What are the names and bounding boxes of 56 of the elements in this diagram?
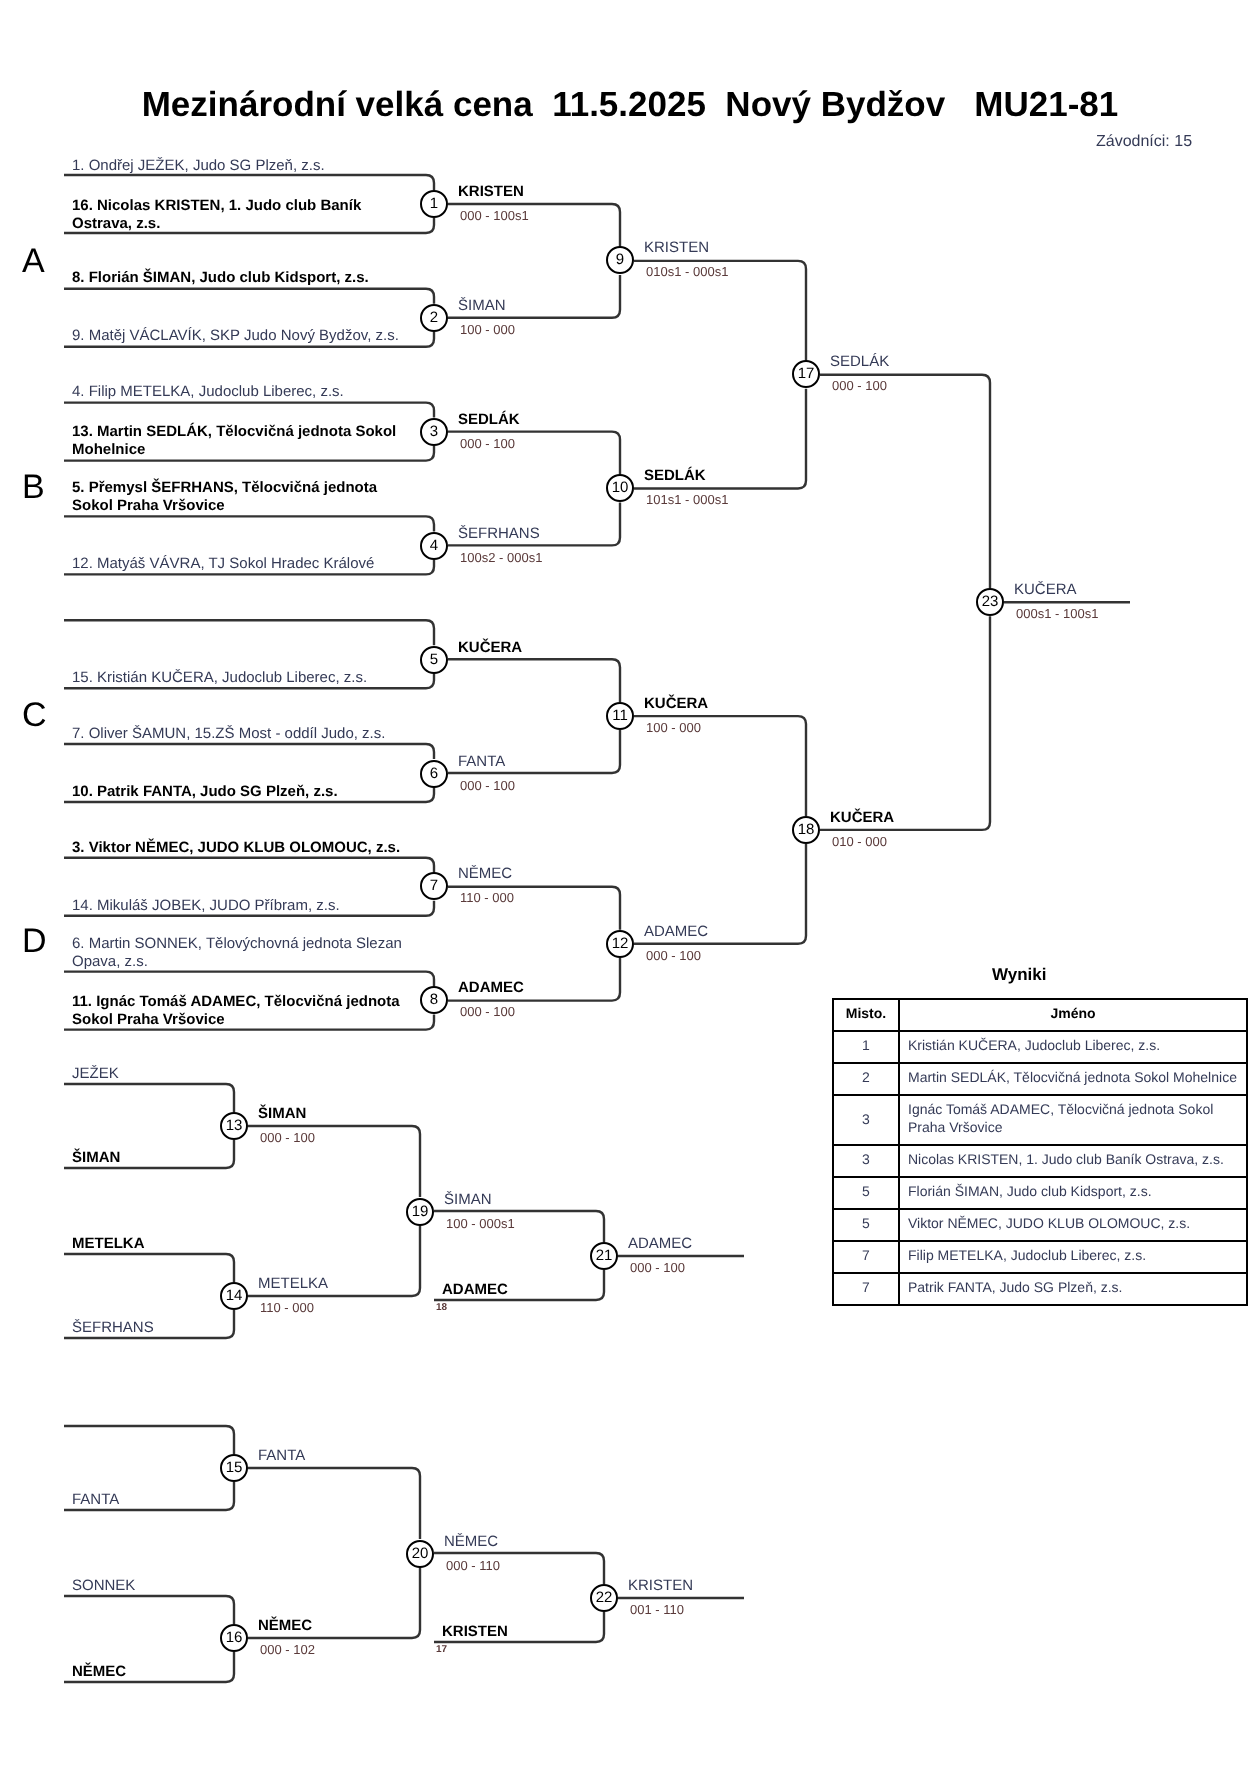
bracket-line [64, 515, 436, 532]
bracket-line [634, 843, 808, 945]
bracket-line [64, 1252, 236, 1282]
bracket-line [64, 619, 436, 646]
bracket-line [64, 1014, 436, 1031]
bracket-line [448, 658, 622, 703]
bracket-line [820, 616, 992, 832]
table-title: Wyniki [992, 964, 1047, 984]
bracket-line [448, 730, 622, 775]
bracket-line [64, 856, 436, 873]
bracket-line [618, 1596, 744, 1600]
bracket-line [64, 1082, 236, 1112]
group-letter: C [22, 696, 47, 736]
bracket-line [1004, 601, 1130, 604]
bracket-line [64, 673, 436, 690]
bracket-line [64, 1482, 236, 1512]
bracket-line [64, 1652, 236, 1684]
bracket-line [64, 559, 436, 576]
bracket-line [64, 173, 436, 190]
bracket-line [64, 900, 436, 917]
bracket-line [248, 1124, 422, 1197]
bracket-line [64, 742, 436, 759]
bracket-line [248, 1466, 422, 1539]
bracket-line [64, 218, 436, 235]
bracket-line [434, 1551, 606, 1584]
bracket-line [64, 1310, 236, 1340]
bracket-line [448, 957, 622, 1002]
bracket-line [820, 373, 992, 589]
bracket-line [448, 430, 622, 475]
bracket-line [64, 445, 436, 462]
bracket-line [634, 388, 808, 490]
bracket-line [64, 787, 436, 804]
bracket-line [448, 202, 622, 247]
group-letter: B [22, 468, 45, 508]
bracket-line [64, 287, 436, 304]
bracket-line [448, 885, 622, 930]
bracket-line [64, 1424, 236, 1454]
diagram-title: Mezinárodní velká cena 11.5.2025 Nový Bydžov MU21-81 [139, 84, 1121, 126]
group-letter: A [22, 242, 45, 282]
bracket-line [434, 1612, 606, 1644]
bracket-line [64, 331, 436, 348]
bracket-line [434, 1270, 606, 1302]
bracket-line [618, 1254, 744, 1258]
bracket-line [634, 259, 808, 361]
bracket-line [448, 274, 622, 319]
competitor-count: Závodníci: 15 [1096, 132, 1193, 150]
bracket-line [248, 1567, 422, 1640]
bracket-line [434, 1209, 606, 1242]
bracket-line [64, 401, 436, 418]
bracket-line [64, 1140, 236, 1170]
bracket-line [448, 502, 622, 547]
bracket-line [248, 1225, 422, 1298]
bracket-line [634, 714, 808, 816]
group-letter: D [22, 922, 47, 962]
bracket-line [64, 970, 436, 987]
bracket-line [64, 1594, 236, 1624]
